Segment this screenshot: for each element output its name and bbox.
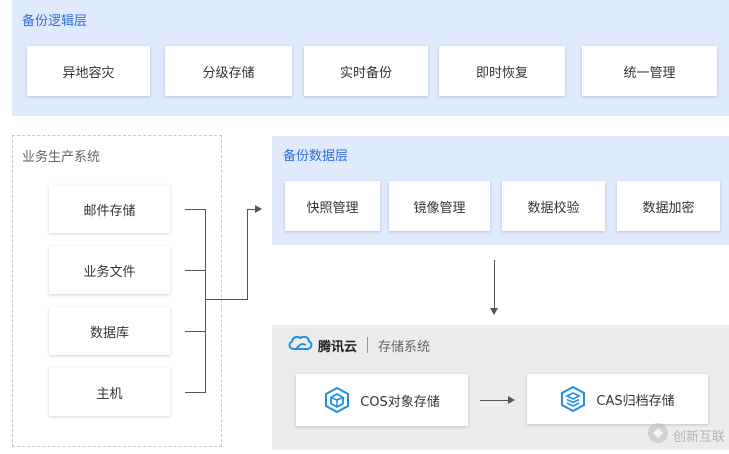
watermark-text: 创新互联 (672, 429, 725, 445)
arrow-right-icon (255, 205, 262, 213)
header-divider (367, 337, 369, 353)
connector-line (185, 270, 205, 271)
business-item-host[interactable]: 主机 (49, 368, 170, 416)
cos-object-storage[interactable]: COS对象存储 (296, 374, 468, 426)
backup-data-title: 备份数据层 (283, 149, 349, 164)
cas-archive-storage[interactable]: CAS归档存储 (527, 374, 708, 424)
business-item-business-files[interactable]: 业务文件 (49, 246, 170, 294)
data-item-data-encryption[interactable]: 数据加密 (617, 181, 720, 231)
tencent-cloud-logo-icon (287, 334, 313, 356)
logic-item-realtime-backup[interactable]: 实时备份 (304, 46, 428, 96)
cas-hexagon-icon (560, 385, 586, 413)
watermark-logo-icon (647, 422, 669, 448)
watermark: 创新互联 (647, 422, 725, 448)
connector-line (185, 331, 205, 332)
data-item-snapshot-management[interactable]: 快照管理 (285, 181, 380, 231)
cos-label: COS对象存储 (360, 394, 440, 410)
storage-header: 腾讯云 存储系统 (287, 334, 430, 356)
connector-line (205, 299, 248, 300)
business-item-mail-storage[interactable]: 邮件存储 (49, 185, 170, 233)
backup-logic-title: 备份逻辑层 (22, 14, 88, 29)
connector-line (247, 209, 255, 210)
tencent-cloud-brand: 腾讯云 (318, 339, 358, 355)
business-item-database[interactable]: 数据库 (49, 307, 170, 355)
connector-vertical (494, 260, 495, 308)
connector-line (185, 209, 205, 210)
connector-vertical (247, 209, 248, 300)
cos-hexagon-icon (324, 386, 350, 414)
logic-item-disaster-recovery[interactable]: 异地容灾 (27, 46, 150, 96)
arrow-right-icon (508, 396, 515, 404)
data-item-image-management[interactable]: 镜像管理 (389, 181, 490, 231)
logic-item-instant-restore[interactable]: 即时恢复 (439, 46, 565, 96)
connector-line (185, 392, 205, 393)
data-item-data-verification[interactable]: 数据校验 (502, 181, 605, 231)
logic-item-unified-management[interactable]: 统一管理 (582, 46, 717, 96)
storage-system-label: 存储系统 (378, 339, 431, 355)
business-title: 业务生产系统 (22, 150, 101, 165)
connector-line (480, 400, 508, 401)
connector-vertical (205, 209, 206, 393)
cas-label: CAS归档存储 (596, 393, 675, 409)
logic-item-tiered-storage[interactable]: 分级存储 (165, 46, 292, 96)
arrow-down-icon (490, 308, 498, 315)
